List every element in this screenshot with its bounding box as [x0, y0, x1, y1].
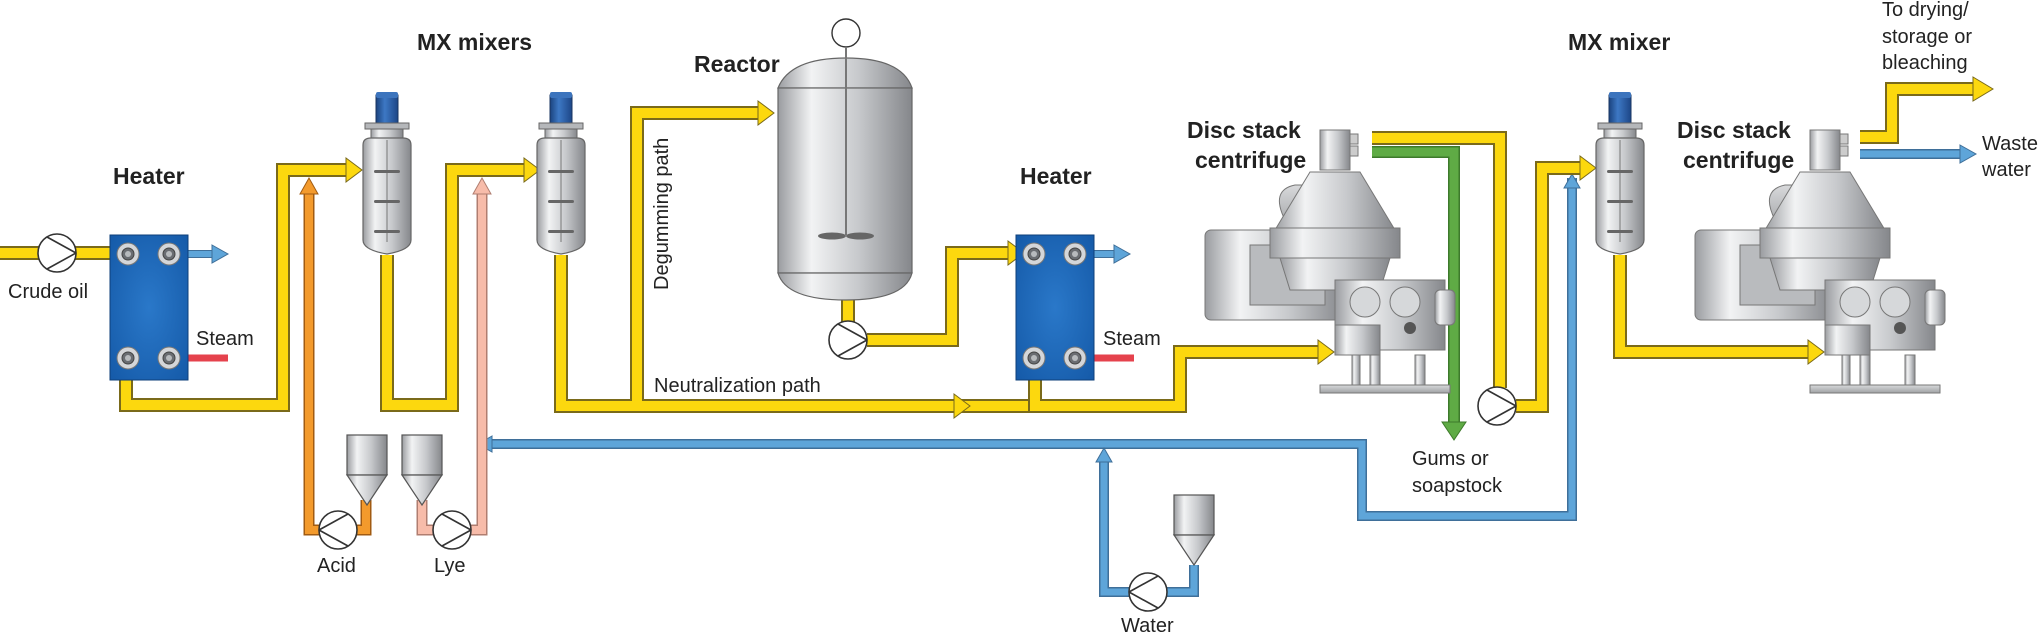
oil-pipe-heater2-to-centrifuge1: [1028, 339, 1335, 413]
mx-mixer-2-icon[interactable]: [536, 91, 586, 255]
mx-mixer-1-icon[interactable]: [362, 91, 412, 255]
output-label-line2: storage or: [1882, 26, 1972, 48]
acid-pump-icon[interactable]: [318, 510, 358, 550]
degumming-path-label: Degumming path: [651, 138, 673, 290]
output-label-line1: To drying/: [1882, 0, 1969, 21]
mx-mixers-label: MX mixers: [417, 29, 532, 55]
oil-pipe-centrifuge1-to-mixer3: [1372, 131, 1597, 413]
reactor-label: Reactor: [694, 51, 780, 77]
reactor-vessel-icon[interactable]: [777, 18, 913, 301]
heater-2[interactable]: [1015, 234, 1095, 381]
waste-label-line2: water: [1981, 159, 2031, 181]
acid-tank-icon: [346, 434, 388, 506]
output-label-line3: bleaching: [1882, 52, 1968, 74]
oil-pipe-heater1-to-mixer1: [119, 157, 363, 412]
centrifuge-1-label-line2: centrifuge: [1195, 147, 1306, 173]
water-label: Water: [1121, 615, 1174, 634]
steam-2-label: Steam: [1103, 328, 1161, 350]
gums-label-line1: Gums or: [1412, 448, 1489, 470]
mx-mixer-3-icon[interactable]: [1595, 91, 1645, 255]
waste-label-line1: Waste: [1982, 133, 2038, 155]
lye-pump-icon[interactable]: [432, 510, 472, 550]
gums-pipe: [1372, 146, 1467, 441]
gums-label-line2: soapstock: [1412, 475, 1503, 497]
oil-pipe-mixer1-to-mixer2: [380, 157, 541, 412]
crude-oil-label: Crude oil: [8, 281, 88, 303]
water-tank-icon: [1173, 494, 1215, 566]
heater-2-label: Heater: [1020, 163, 1092, 189]
oil-pipe-mixer3-to-centrifuge2: [1613, 255, 1825, 365]
centrifuge1-pump-icon[interactable]: [1477, 386, 1517, 426]
neutralization-path-label: Neutralization path: [654, 375, 821, 397]
centrifuge-2-label-line1: Disc stack: [1677, 117, 1791, 143]
oil-pipe-reactor-to-heater2: [841, 240, 1025, 347]
lye-tank-icon: [401, 434, 443, 506]
crude-oil-pump-icon[interactable]: [37, 233, 77, 273]
acid-label: Acid: [317, 555, 356, 577]
steam-1-label: Steam: [196, 328, 254, 350]
centrifuge-1-label-line1: Disc stack: [1187, 117, 1301, 143]
centrifuge-2-label-line2: centrifuge: [1683, 147, 1794, 173]
waste-water-pipe: [1860, 144, 1978, 164]
oil-pipe-mixer2-to-paths: [554, 100, 1040, 419]
heater-1[interactable]: [109, 234, 189, 381]
water-pump-icon[interactable]: [1128, 572, 1168, 612]
mx-mixer-label: MX mixer: [1568, 29, 1670, 55]
reactor-pump-icon[interactable]: [828, 320, 868, 360]
oil-output-pipe: [1860, 76, 1994, 144]
heater-1-label: Heater: [113, 163, 185, 189]
lye-label: Lye: [434, 555, 466, 577]
